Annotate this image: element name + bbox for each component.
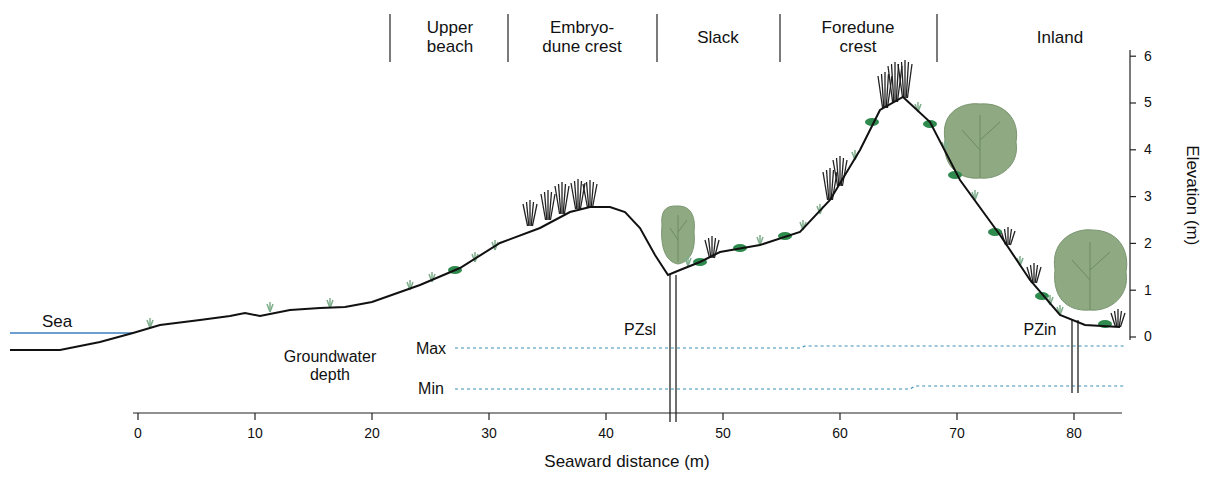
stroke [527,202,529,226]
stroke [1120,313,1125,327]
tick-label: 1 [1144,283,1152,298]
zone-label: Slack [697,29,739,48]
stroke [564,186,569,214]
label: Sea [42,313,72,332]
tick-label: 3 [1144,189,1152,204]
stroke [605,413,606,420]
dune-profile-line [10,97,1120,350]
stroke [687,256,689,266]
stroke [1130,149,1136,150]
sea-level [10,332,132,333]
stroke [884,72,885,108]
tick-label: 40 [598,426,614,441]
stroke [1130,102,1136,103]
zone-label: Upper beach [405,19,495,56]
stroke [254,413,255,420]
tick-label: 2 [1144,236,1152,251]
piezometers [670,275,1078,422]
stroke [1073,413,1074,420]
stroke [1130,243,1136,244]
stroke [561,182,562,214]
stroke [722,413,723,420]
stroke [1117,309,1118,327]
stroke [1033,263,1034,283]
stroke [149,318,151,328]
stroke [545,192,547,220]
tick-label: 10 [247,426,263,441]
label: Groundwater depth [275,348,385,383]
stroke [892,64,894,102]
tick-label: 70 [949,426,965,441]
axis-ticks [138,56,1136,420]
label: PZin [1024,321,1057,339]
tick-label: 80 [1066,426,1082,441]
stroke [907,64,912,98]
tick-label: 20 [364,426,380,441]
trees [662,104,1127,310]
stroke [956,413,957,420]
vegetation [147,60,1125,328]
axes [133,50,1130,413]
label: Seaward distance (m) [544,453,709,472]
stroke [829,168,830,200]
label: Max [416,340,446,358]
stroke [1130,290,1136,291]
zone-dividers [390,14,937,62]
stroke [575,181,577,209]
stroke [1115,311,1117,327]
tick-label: 0 [134,426,142,441]
stroke [587,182,589,208]
stroke [839,413,840,420]
label: PZsl [624,321,656,339]
stroke [1007,227,1008,245]
tick-label: 4 [1144,142,1152,157]
stroke [488,413,489,420]
stroke [827,170,829,200]
stroke [1010,231,1015,245]
stroke [547,190,548,220]
stroke [1036,267,1041,283]
groundwater-lines [455,346,1125,389]
stroke [592,184,597,208]
tick-label: 0 [1144,329,1152,344]
stroke [137,413,138,420]
stroke [709,238,711,258]
stroke [580,183,585,209]
stroke [759,235,761,245]
stroke [269,302,271,312]
label: Min [418,380,444,398]
tick-label: 30 [481,426,497,441]
tick-label: 50 [715,426,731,441]
zone-label: Foredune crest [813,19,903,56]
stroke [894,62,895,102]
stroke [882,74,884,108]
stroke [902,62,904,98]
stroke [1130,56,1136,57]
tick-label: 5 [1144,95,1152,110]
stroke [1130,196,1136,197]
stroke [837,158,839,186]
stroke [529,200,530,226]
zone-label: Inland [1037,29,1083,48]
stroke [329,298,331,308]
stroke [1130,336,1136,337]
stroke [371,413,372,420]
stroke [589,180,590,208]
stroke [474,252,476,262]
tick-label: 60 [832,426,848,441]
stroke [532,204,537,226]
tick-label: 6 [1144,49,1152,64]
stroke [577,179,578,209]
zone-label: Embryo- dune crest [537,19,627,56]
stroke [904,60,905,98]
label: Elevation (m) [1183,145,1202,245]
stroke [550,194,555,220]
stroke [559,184,561,214]
